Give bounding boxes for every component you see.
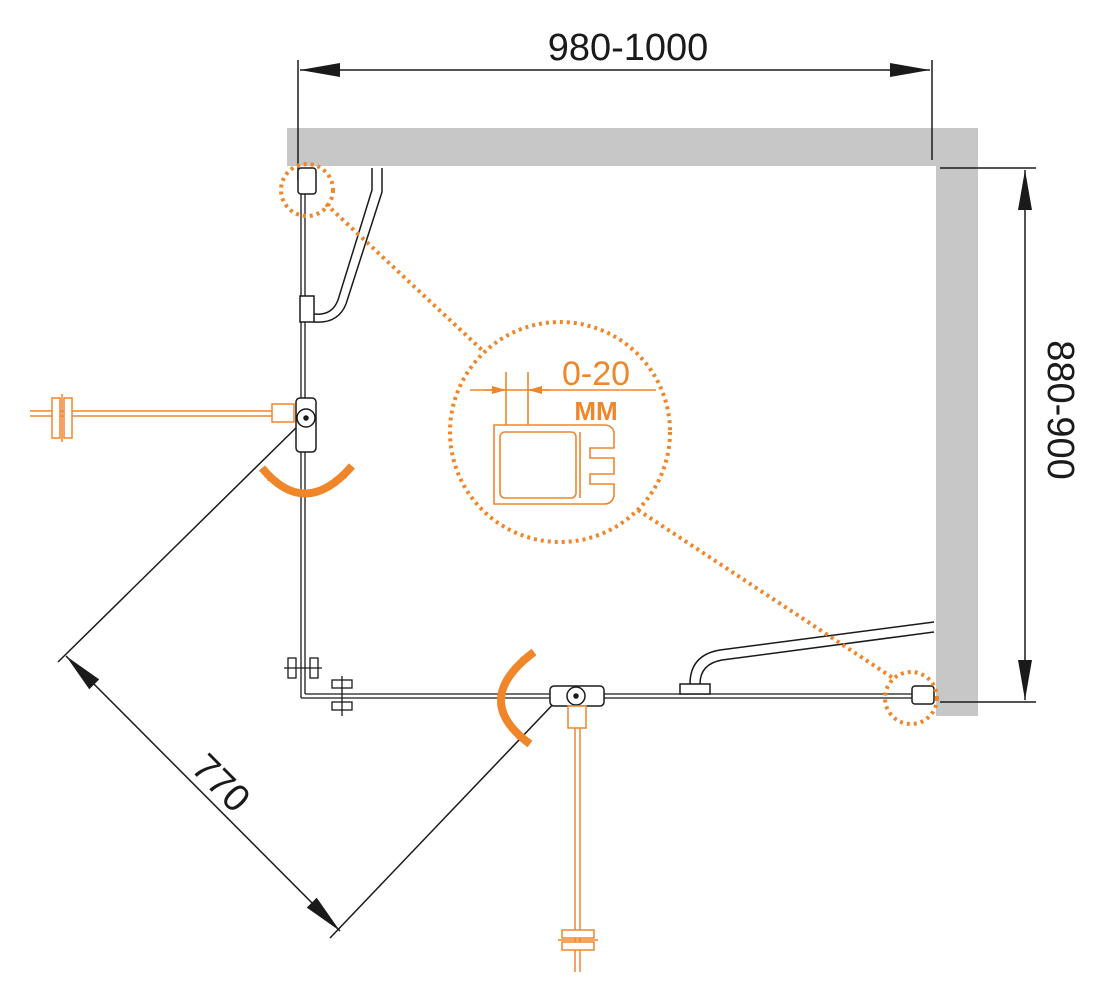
fixed-handle-left [284, 657, 322, 679]
fixed-handle-bottom [331, 676, 353, 716]
gap-label: 0-20 [562, 355, 630, 393]
wall-profile-top-left [297, 167, 317, 195]
width-label: 980-1000 [548, 27, 709, 69]
towel-bar-top [313, 168, 383, 323]
depth-dimension [940, 167, 1036, 703]
diagonal-dimension [57, 419, 561, 939]
wall-profile-bottom-right [911, 685, 935, 705]
detail-callout [279, 162, 939, 726]
diagonal-label: 770 [183, 746, 258, 821]
width-dimension [297, 60, 933, 180]
profile-detail [470, 372, 656, 505]
towel-bar-bottom-mount [679, 683, 711, 695]
depth-label: 880-900 [1039, 340, 1081, 479]
bottom-panel [301, 693, 934, 699]
swing-arrow-left [258, 463, 356, 498]
top-wall [287, 128, 978, 166]
unit-label: MM [574, 396, 617, 426]
right-wall [936, 128, 978, 716]
door-bottom-open [558, 705, 598, 972]
swing-arrow-bottom [497, 648, 537, 748]
hinge-bottom [549, 685, 605, 707]
towel-bar-bottom [689, 621, 935, 685]
towel-bar-top-mount [299, 295, 315, 323]
hinge-left [295, 397, 317, 453]
door-left-open [30, 394, 295, 442]
